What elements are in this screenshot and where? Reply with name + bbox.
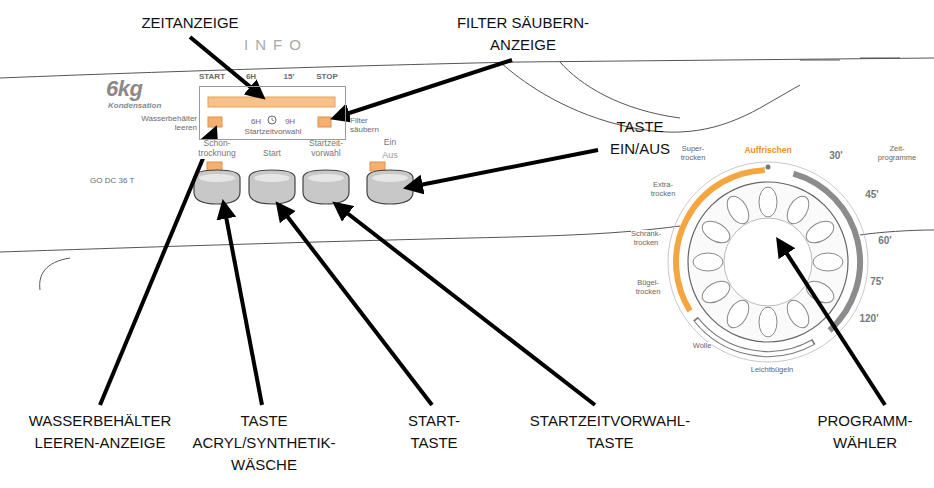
dial-number: 120' <box>859 313 878 325</box>
dial-label: Extra- trocken <box>651 181 676 198</box>
display-text: 6H <box>251 117 261 126</box>
display-text: 9H <box>285 117 295 126</box>
dial-label: Auffrischen <box>744 146 791 156</box>
brand-text: 6kg <box>106 76 142 101</box>
callout-label: TASTE EIN/AUS <box>610 116 670 160</box>
callout-label: WASSERBEHÄLTER LEEREN-ANZEIGE <box>10 410 190 454</box>
button-label: Startzeit- vorwahl <box>309 139 343 159</box>
dial-number: 45' <box>865 189 879 201</box>
dial-label: Leichtbügeln <box>751 366 794 375</box>
dial-label: Schrank- trocken <box>631 230 661 247</box>
display-text: Startzeitvorwahl <box>245 127 302 136</box>
callout-label: START- TASTE <box>408 410 460 454</box>
panel-heading: INFO <box>244 36 308 53</box>
button-label: Ein <box>384 138 396 148</box>
leader-lines <box>100 37 885 405</box>
knob-grip <box>759 187 777 217</box>
knob-grip <box>759 307 777 337</box>
knob-grip <box>813 253 843 271</box>
callout-label: TASTE ACRYL/SYNTHETIK- WÄSCHE <box>192 410 335 475</box>
panel-text: START <box>199 72 225 81</box>
buttons <box>194 170 413 204</box>
dial-label: Bügel- trocken <box>636 279 661 296</box>
dial-label: Zeit- programme <box>878 145 916 162</box>
panel-text: Wasserbehälter leeren <box>139 114 197 132</box>
clock-symbol <box>268 116 276 124</box>
brand-text: Kondensation <box>108 101 161 110</box>
dial-number: 60' <box>878 235 892 247</box>
callout-label: PROGRAMM- WÄHLER <box>818 410 913 454</box>
panel-text: STOP <box>316 72 338 81</box>
panel-text: Filter säubern <box>350 116 392 134</box>
callout-label: STARTZEITVORWAHL- TASTE <box>530 410 690 454</box>
led <box>318 117 331 127</box>
panel-text: 6H <box>246 72 256 81</box>
callout-label: FILTER SÄUBERN- ANZEIGE <box>438 12 608 56</box>
dial-number: 75' <box>870 276 884 288</box>
dial-label: Super- trocken <box>681 145 706 162</box>
panel-text: 15' <box>284 72 295 81</box>
callout-label: ZEITANZEIGE <box>141 12 238 34</box>
knob-grip <box>693 253 723 271</box>
time-display-bar <box>208 97 335 107</box>
led <box>208 117 222 127</box>
button-label: Aus <box>382 150 398 160</box>
dial-number: 30' <box>829 150 843 162</box>
panel-text: GO DC 36 T <box>90 176 134 185</box>
button-label: Start <box>263 149 281 159</box>
button-label: Schon- trocknung <box>198 139 235 159</box>
display-frame: 6H 9HStartzeitvorwahl <box>199 86 346 140</box>
dial-label: Wolle <box>693 342 712 351</box>
